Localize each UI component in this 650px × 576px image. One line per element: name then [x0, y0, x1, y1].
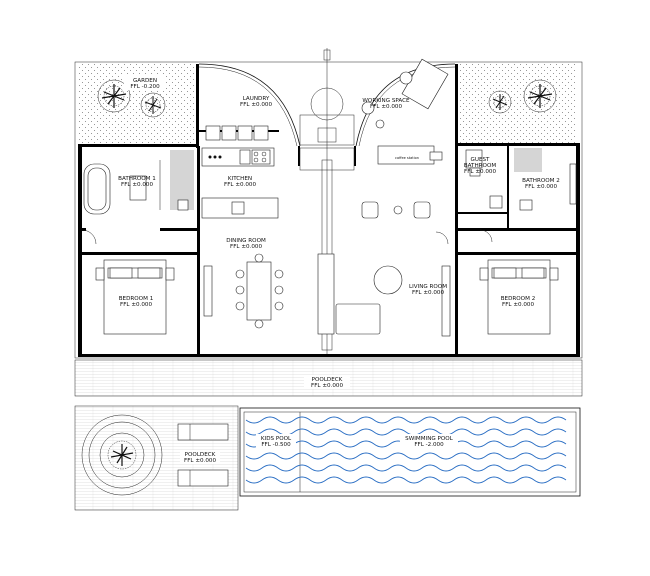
tree-icon: [523, 79, 557, 113]
bathroom2-level: FFL ±0.000: [525, 184, 557, 190]
guest-label: GUEST: [471, 157, 491, 163]
living-room-label: LIVING ROOM: [409, 284, 447, 290]
garden-label: GARDEN: [133, 78, 157, 84]
kids-pool-label: KIDS POOL: [261, 436, 292, 442]
swimming-pool: [240, 408, 580, 496]
garden-level: FFL -0.200: [130, 84, 160, 90]
tree-icon: [107, 440, 137, 470]
living-room-level: FFL ±0.000: [412, 290, 444, 296]
bedroom2-level: FFL ±0.000: [502, 302, 534, 308]
bedroom1-level: FFL ±0.000: [120, 302, 152, 308]
sun-lounger: [177, 423, 229, 441]
swimming-pool-label: SWIMMING POOL: [405, 436, 454, 442]
working-space-level: FFL ±0.000: [370, 104, 402, 110]
laundry-level: FFL ±0.000: [240, 102, 272, 108]
tree-icon: [488, 90, 512, 114]
pooldeck-side-level: FFL ±0.000: [184, 458, 216, 464]
coffee-table: [373, 265, 403, 295]
bedroom1-label: BEDROOM 1: [119, 296, 154, 302]
arch-right: [355, 63, 456, 147]
sun-lounger: [177, 469, 229, 487]
swimming-pool-level: FFL -2.000: [414, 442, 444, 448]
laundry-label: LAUNDRY: [243, 96, 270, 102]
dining-room-level: FFL ±0.000: [230, 244, 262, 250]
tree-icon: [97, 79, 131, 113]
dining-table: [246, 261, 272, 321]
pooldeck-main-label: POOLDECK: [312, 377, 343, 383]
bathroom1-label: BATHROOM 1: [118, 176, 156, 182]
bathroom2-label: BATHROOM 2: [522, 178, 560, 184]
sofa: [317, 253, 335, 335]
kitchen-level: FFL ±0.000: [224, 182, 256, 188]
arch-left: [198, 63, 301, 147]
bathroom1-level: FFL ±0.000: [121, 182, 153, 188]
garden-right-hatch: [457, 64, 577, 144]
tree-icon: [140, 92, 166, 118]
pooldeck-side-label: POOLDECK: [185, 452, 216, 458]
guest-bathroom-label: BATHROOM: [464, 163, 497, 169]
coffee-station-label: coffee station: [395, 156, 419, 160]
dining-room-label: DINING ROOM: [226, 238, 266, 244]
pool-water-waves: [245, 416, 567, 484]
kitchen-label: KITCHEN: [228, 176, 252, 182]
kids-pool-level: FFL -0.500: [261, 442, 291, 448]
pooldeck-main-level: FFL ±0.000: [311, 383, 343, 389]
working-space-label: WORKING SPACE: [362, 98, 410, 104]
room-labels: GARDEN FFL -0.200 LAUNDRY FFL ±0.000 WOR…: [118, 76, 560, 464]
guest-bathroom-level: FFL ±0.000: [464, 169, 496, 175]
bedroom2-label: BEDROOM 2: [501, 296, 536, 302]
